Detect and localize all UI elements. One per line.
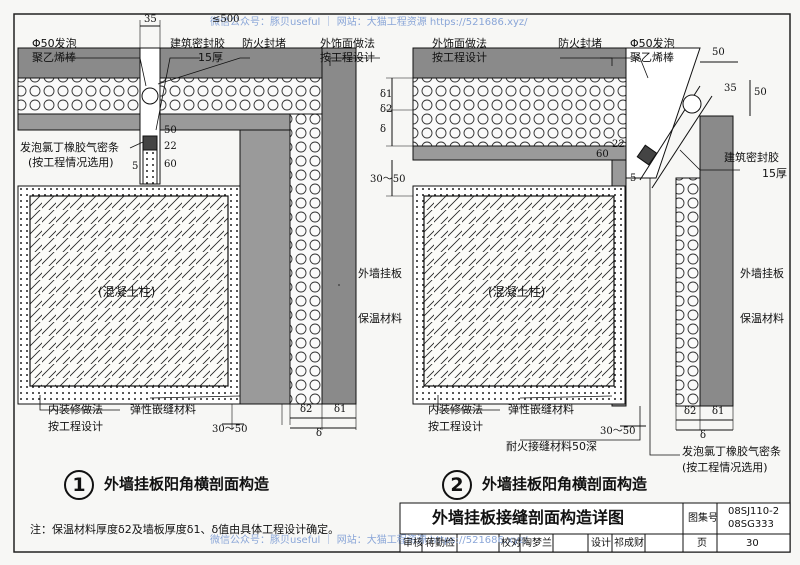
left-dim-35: 35 xyxy=(144,14,157,25)
left-dim-22: 22 xyxy=(164,141,177,152)
atlas-label: 图集号 xyxy=(688,513,718,524)
right-dim-30-50-bottom: 30～50 xyxy=(600,426,636,437)
right-panel-label: 外墙挂板 xyxy=(740,267,784,280)
right-insulation-label: 保温材料 xyxy=(740,312,784,325)
watermark-top: 微信公众号：豚贝useful ｜ 网站：大猫工程资源 https://52168… xyxy=(210,17,528,28)
left-detail xyxy=(17,20,380,430)
right-dim-60: 60 xyxy=(596,149,609,160)
right-dim-delta1: δ1 xyxy=(380,89,393,100)
left-sealant-label-1: 建筑密封胶 xyxy=(170,37,225,50)
atlas-no-1: 08SJ110-2 xyxy=(728,506,780,517)
foam-rod-right xyxy=(682,94,702,114)
right-dim-delta-bottom: δ xyxy=(700,430,707,441)
left-dim-delta1: δ1 xyxy=(334,404,347,415)
left-dim-30-50: 30～50 xyxy=(212,424,248,435)
note: 注：保温材料厚度δ2及墙板厚度δ1、δ值由具体工程设计确定。 xyxy=(30,523,340,536)
left-dim-delta: δ xyxy=(316,428,323,439)
right-dim-delta: δ xyxy=(380,124,387,135)
right-finish-label-2: 按工程设计 xyxy=(432,51,487,64)
left-dim-60: 60 xyxy=(164,159,177,170)
caption-right: 外墙挂板阳角横剖面构造 xyxy=(482,475,648,493)
title-block-frame xyxy=(399,502,791,553)
left-insulation-label: 保温材料 xyxy=(358,312,402,325)
left-interior-label-2: 按工程设计 xyxy=(48,420,103,433)
right-dim-50a: 50 xyxy=(712,47,725,58)
left-elastic-label: 弹性嵌缝材料 xyxy=(130,403,196,416)
right-dim-delta1-bottom: δ1 xyxy=(712,406,725,417)
left-dim-50: 50 xyxy=(164,125,177,136)
right-dim-30-50-left: 30～50 xyxy=(370,174,406,185)
right-sealant-label-1: 建筑密封胶 xyxy=(724,151,779,164)
left-finish-label-1: 外饰面做法 xyxy=(320,37,375,50)
checker-name: 陶梦兰 xyxy=(522,538,552,549)
left-fire-seal-label: 防火封堵 xyxy=(242,37,286,50)
right-foam-rod-label-2: 聚乙烯棒 xyxy=(630,51,674,64)
right-sealant-label-2: 15厚 xyxy=(762,167,787,180)
right-detail xyxy=(386,47,751,456)
right-dim-5: 5 xyxy=(630,173,637,184)
gasket-left xyxy=(142,135,158,151)
right-gasket-label-1: 发泡氯丁橡胶气密条 xyxy=(682,445,781,458)
left-finish-label-2: 按工程设计 xyxy=(320,51,375,64)
caption-number-2: 2 xyxy=(442,470,472,500)
left-dim-delta2: δ2 xyxy=(300,404,313,415)
left-foam-rod-label-1: Φ50发泡 xyxy=(32,37,77,50)
left-gasket-label-1: 发泡氯丁橡胶气密条 xyxy=(20,141,119,154)
right-fire-seal-label: 防火封堵 xyxy=(558,37,602,50)
watermark-bottom: 微信公众号：豚贝useful ｜ 网站：大猫工程资源 https://52168… xyxy=(210,535,528,546)
gasket-right xyxy=(636,144,658,166)
right-dim-35: 35 xyxy=(724,83,737,94)
page-number: 30 xyxy=(746,538,759,549)
right-dim-22: 22 xyxy=(612,139,625,150)
drawing-title: 外墙挂板接缝剖面构造详图 xyxy=(432,508,625,527)
right-dim-delta2-left: δ2 xyxy=(380,104,393,115)
right-interior-label-2: 按工程设计 xyxy=(428,420,483,433)
page-label: 页 xyxy=(697,538,707,549)
left-dim-500: ≤500 xyxy=(212,14,240,25)
right-finish-label-1: 外饰面做法 xyxy=(432,37,487,50)
foam-rod-left xyxy=(141,87,159,105)
concrete-column xyxy=(29,195,229,387)
caption-left: 外墙挂板阳角横剖面构造 xyxy=(104,475,270,493)
right-column-label: (混凝土柱) xyxy=(488,285,546,299)
right-foam-rod-label-1: Φ50发泡 xyxy=(630,37,675,50)
caption-number-1: 1 xyxy=(64,470,94,500)
left-panel-label: 外墙挂板 xyxy=(358,267,402,280)
concrete-column-right xyxy=(423,195,615,387)
right-dim-delta2: δ2 xyxy=(684,406,697,417)
designer-name: 祁成财 xyxy=(614,538,644,549)
left-interior-label-1: 内装修做法 xyxy=(48,403,103,416)
left-column-label: (混凝土柱) xyxy=(98,285,156,299)
right-interior-label-1: 内装修做法 xyxy=(428,403,483,416)
check-label: 校对 xyxy=(501,538,521,549)
left-gasket-label-2: (按工程情况选用) xyxy=(28,156,114,169)
right-gasket-label-2: (按工程情况选用) xyxy=(682,461,768,474)
design-label: 设计 xyxy=(591,538,611,549)
left-dim-5: 5 xyxy=(132,161,139,172)
right-dim-50b: 50 xyxy=(754,87,767,98)
left-sealant-label-2: 15厚 xyxy=(198,51,223,64)
reviewer-name: 蒋勤俭 xyxy=(425,538,455,549)
right-fire-joint-label: 耐火接缝材料50深 xyxy=(506,440,597,453)
right-elastic-label: 弹性嵌缝材料 xyxy=(508,403,574,416)
left-foam-rod-label-2: 聚乙烯棒 xyxy=(32,51,76,64)
review-label: 审核 xyxy=(403,538,423,549)
atlas-no-2: 08SG333 xyxy=(728,519,774,530)
